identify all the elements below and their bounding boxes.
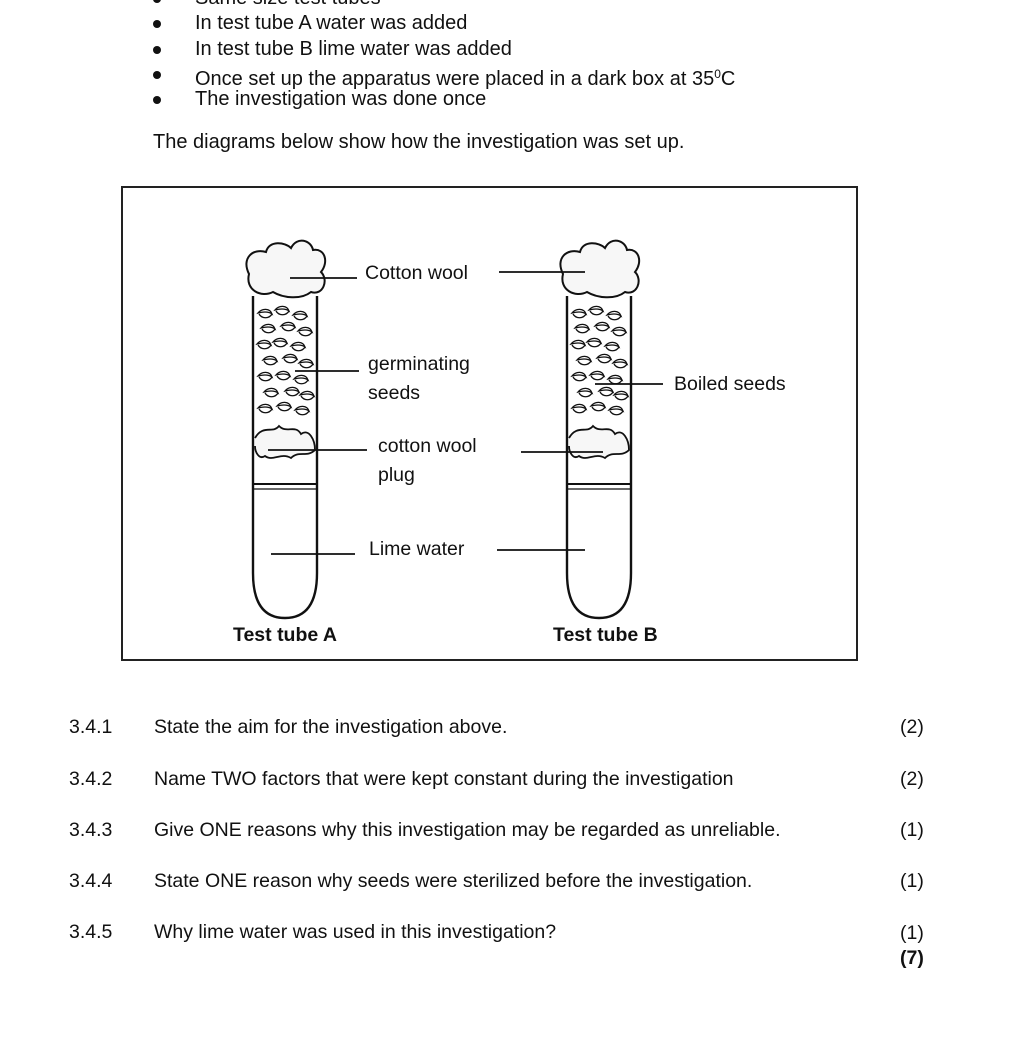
question-text: Name TWO factors that were kept constant… <box>154 768 734 790</box>
label-cotton-wool: Cotton wool <box>365 262 468 284</box>
cotton-wool-top-a <box>245 239 327 299</box>
cotton-wool-top-b <box>559 239 641 299</box>
unit-suffix: C <box>720 67 736 90</box>
question-number: 3.4.3 <box>69 819 113 841</box>
question-text: Give ONE reasons why this investigation … <box>154 819 781 841</box>
cotton-wool-plug-b <box>568 424 630 460</box>
intro-text: The diagrams below show how the investig… <box>153 131 685 153</box>
test-tube-b <box>559 239 641 620</box>
bullet-text: Once set up the apparatus were placed in… <box>195 67 715 90</box>
boiled-seeds-b <box>570 305 629 416</box>
bullet-item: The investigation was done once <box>150 87 735 112</box>
diagram-box: Cotton wool germinating seeds Boiled see… <box>121 186 858 661</box>
caption-test-tube-b: Test tube B <box>553 624 658 646</box>
tube-a-outline <box>251 296 319 620</box>
leader-lines <box>268 271 663 555</box>
total-marks: (7) <box>900 947 924 969</box>
bullet-item: In test tube B lime water was added <box>150 37 735 62</box>
bullet-text: Same size test tubes <box>195 0 381 9</box>
question-text: State ONE reason why seeds were steriliz… <box>154 870 753 892</box>
label-cotton-wool-plug: cotton wool plug <box>378 435 477 486</box>
conditions-list: Same size test tubes In test tube A wate… <box>150 0 735 112</box>
test-tubes-diagram <box>245 239 663 620</box>
question-number: 3.4.5 <box>69 921 113 943</box>
question-marks: (2) <box>900 768 924 790</box>
question-marks: (1) <box>900 922 924 944</box>
test-tube-a <box>245 239 327 620</box>
label-boiled-seeds: Boiled seeds <box>674 373 786 395</box>
question-number: 3.4.4 <box>69 870 113 892</box>
bullet-item: Once set up the apparatus were placed in… <box>150 62 736 90</box>
bullet-text: The investigation was done once <box>195 88 487 111</box>
question-number: 3.4.2 <box>69 768 113 790</box>
question-marks: (2) <box>900 716 924 738</box>
bullet-text: In test tube A water was added <box>195 12 468 35</box>
question-marks: (1) <box>900 819 924 841</box>
question-number: 3.4.1 <box>69 716 113 738</box>
bullet-text: In test tube B lime water was added <box>195 37 512 60</box>
question-marks: (1) <box>900 870 924 892</box>
question-text: Why lime water was used in this investig… <box>154 921 557 943</box>
label-germinating-seeds: germinating seeds <box>368 353 470 404</box>
cotton-wool-plug-a <box>254 424 316 460</box>
germinating-seeds-a <box>256 305 315 416</box>
tube-b-outline <box>565 296 633 620</box>
label-lime-water: Lime water <box>369 538 465 560</box>
bullet-item: In test tube A water was added <box>150 11 735 36</box>
bullet-item: Same size test tubes <box>150 0 735 11</box>
caption-test-tube-a: Test tube A <box>233 624 338 646</box>
degree-superscript: 0 <box>714 66 721 81</box>
question-text: State the aim for the investigation abov… <box>154 716 508 738</box>
